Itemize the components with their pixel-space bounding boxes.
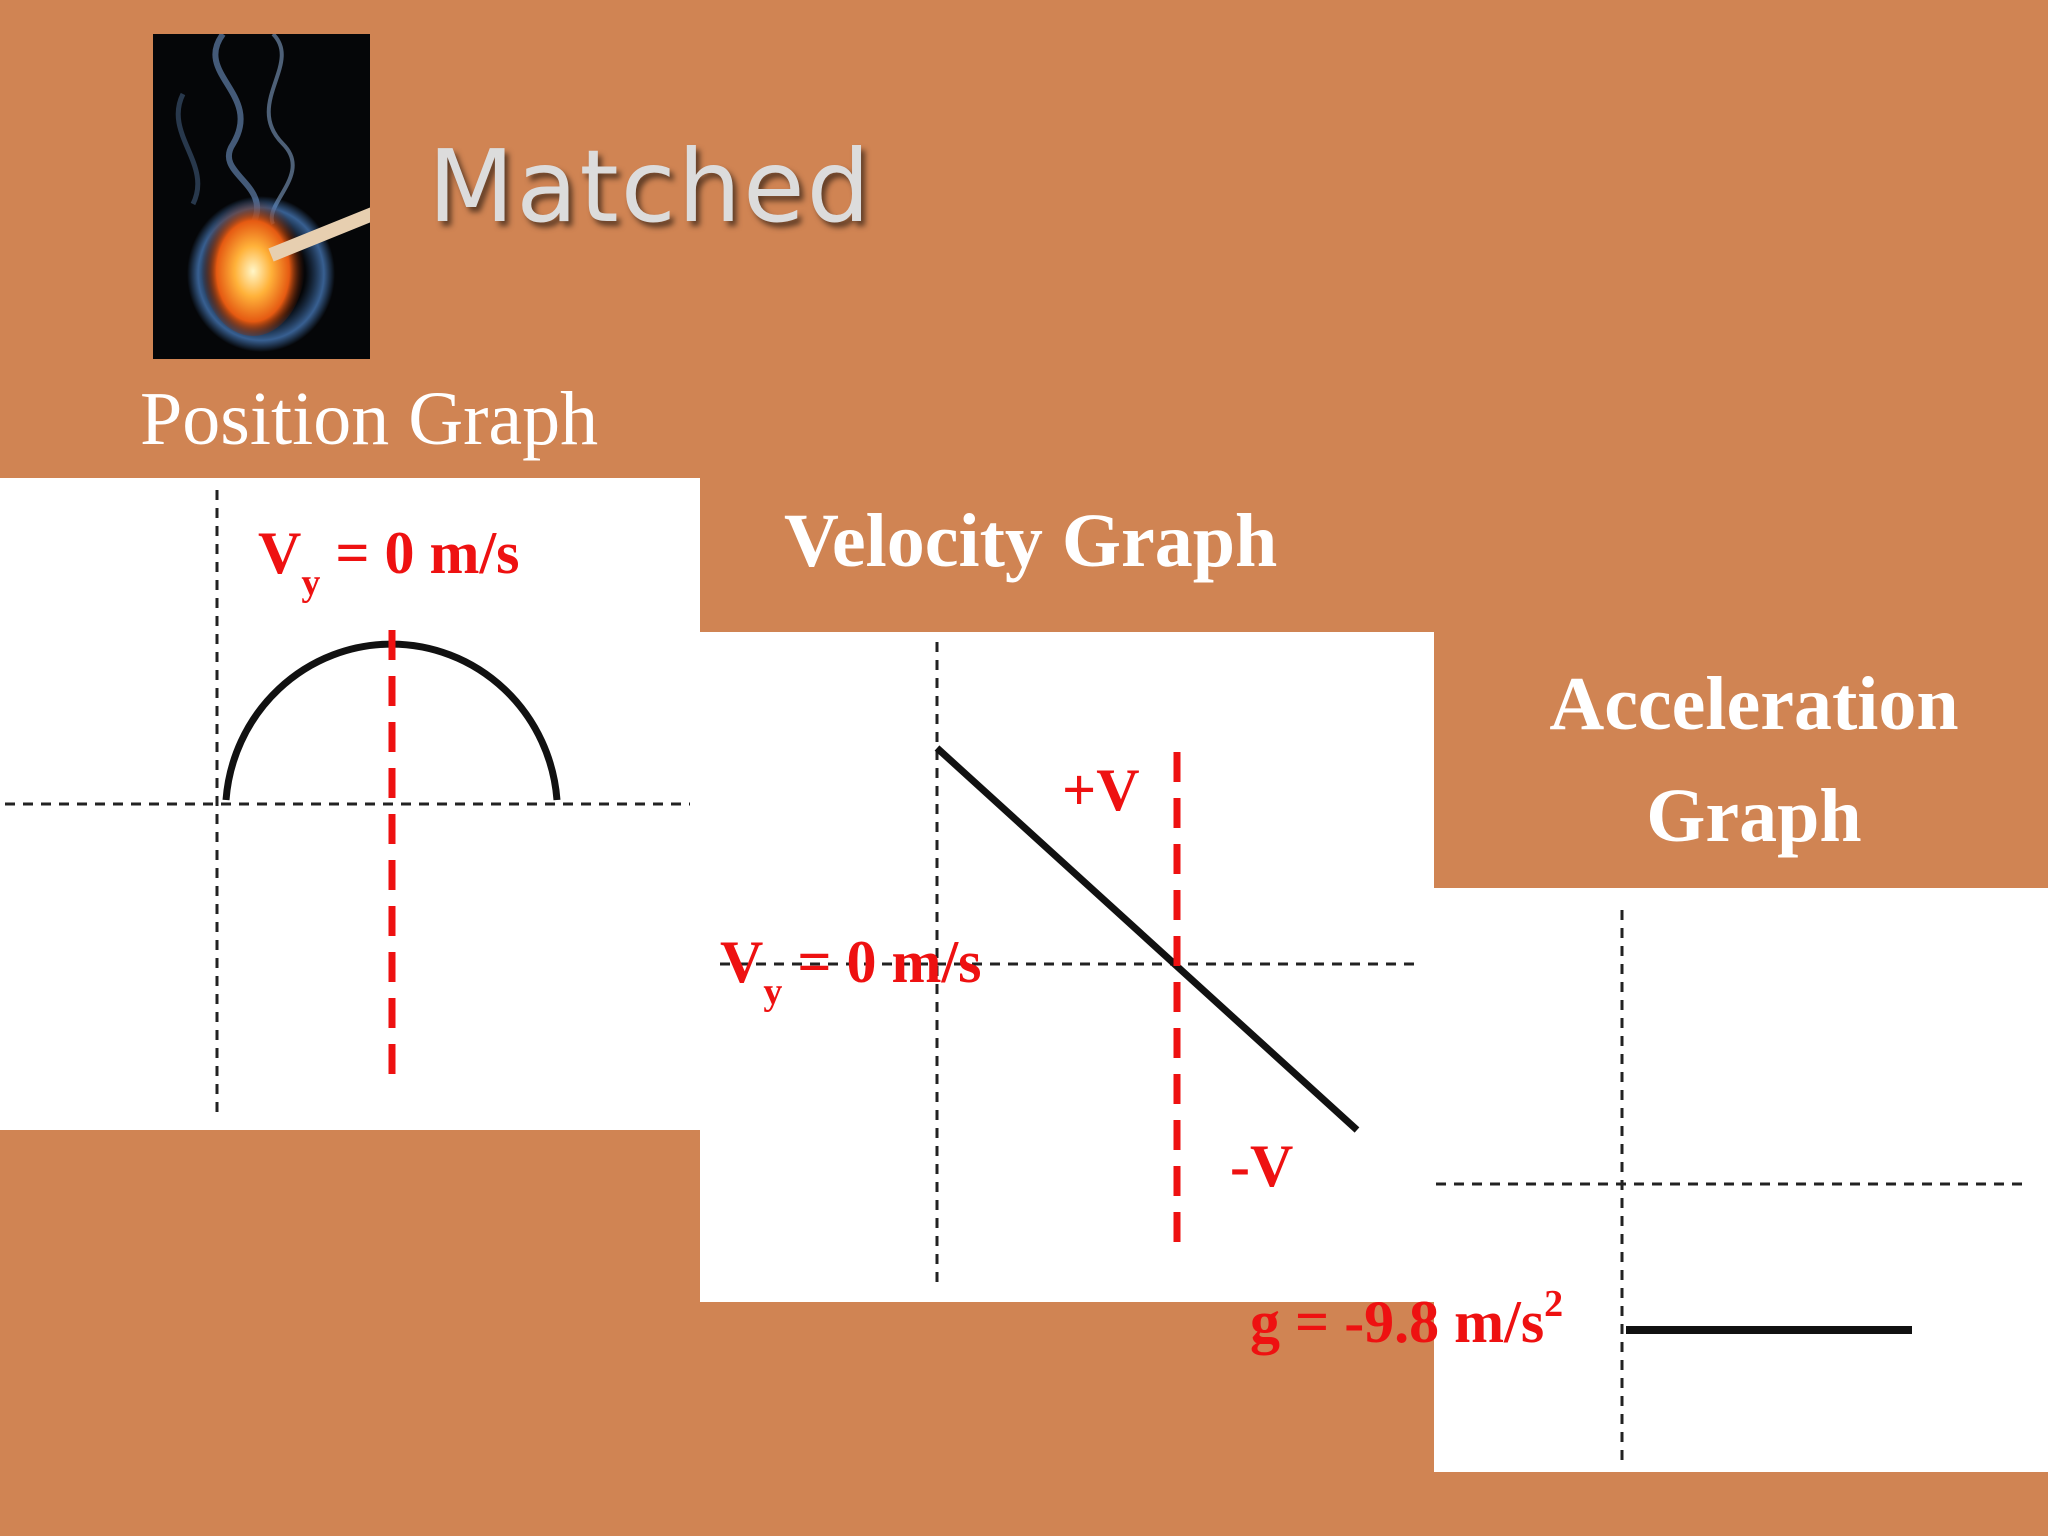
slide-title: Matched — [428, 128, 873, 245]
velocity-graph-panel — [700, 632, 1434, 1302]
acceleration-label-line2: Graph — [1646, 774, 1862, 858]
velocity-line — [934, 745, 1360, 1133]
velocity-minus-label: -V — [1230, 1133, 1293, 1199]
acceleration-g-annotation: g = -9.8 m/s2 — [1250, 1283, 1563, 1355]
velocity-graph-label: Velocity Graph — [784, 499, 1278, 583]
position-vy-annotation: Vy = 0 m/s — [258, 520, 520, 604]
burning-match-icon — [175, 34, 370, 352]
velocity-vy-annotation: Vy = 0 m/s — [720, 929, 982, 1013]
acceleration-graph: g = -9.8 m/s2 — [1250, 910, 2030, 1460]
acceleration-label-line1: Acceleration — [1549, 662, 1959, 746]
acceleration-graph-panel — [1434, 888, 2048, 1472]
velocity-plus-label: +V — [1062, 757, 1140, 823]
position-graph: Vy = 0 m/s — [5, 490, 690, 1120]
burning-match-photo — [153, 34, 370, 359]
velocity-graph: +V -V Vy = 0 m/s — [720, 642, 1418, 1290]
acceleration-graph-label: Acceleration Graph — [1434, 648, 2048, 872]
position-graph-label: Position Graph — [140, 377, 599, 461]
